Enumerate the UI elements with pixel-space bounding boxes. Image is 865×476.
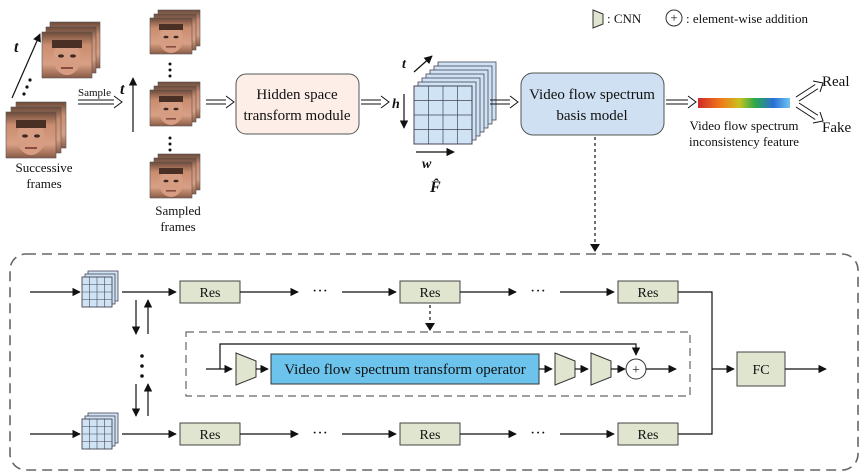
svg-text:Res: Res: [200, 428, 221, 443]
basis-model-line2: basis model: [556, 108, 627, 124]
video-flow-spectrum-transform-operator: Video flow spectrum transform operator: [270, 353, 540, 385]
ellipsis: ···: [530, 283, 546, 300]
video-flow-spectrum-basis-model: Video flow spectrum basis model: [520, 72, 665, 136]
sampled-frames: t Sampled frames: [120, 9, 201, 234]
fc-label: FC: [752, 363, 769, 378]
hidden-space-transform-module: Hidden space transform module: [235, 73, 360, 135]
operator-group: [185, 331, 691, 397]
ellipsis: ···: [312, 425, 328, 442]
operator-label: Video flow spectrum transform operator: [284, 362, 526, 378]
svg-text:Res: Res: [420, 286, 441, 301]
tensor-h-label: h: [392, 97, 400, 112]
ellipsis: ···: [312, 283, 328, 300]
legend-cnn-label: : CNN: [607, 11, 642, 26]
fc-block: FC: [736, 351, 786, 387]
cnn-trapezoid-icon: [554, 352, 576, 386]
detail-panel: [9, 253, 859, 471]
hidden-module-line2: transform module: [243, 108, 350, 124]
tensor-name: F̂: [429, 177, 441, 196]
svg-text:Res: Res: [638, 286, 659, 301]
tensor-cube-icon: [81, 412, 119, 450]
feature-label-line1: Video flow spectrum: [690, 118, 799, 133]
res-block: Res: [179, 422, 241, 446]
addition-symbol: +: [632, 363, 640, 378]
svg-text:Res: Res: [420, 428, 441, 443]
spectrum-bar-icon: [698, 98, 790, 108]
tensor-cube-icon: [81, 270, 119, 308]
res-block: Res: [617, 422, 679, 446]
successive-frames-line2: frames: [26, 176, 61, 191]
svg-text:Res: Res: [200, 286, 221, 301]
cnn-trapezoid-icon: [592, 9, 604, 29]
tensor-w-label: w: [422, 157, 432, 172]
hidden-module-line1: Hidden space: [256, 87, 338, 103]
cnn-trapezoid-icon: [235, 352, 257, 386]
res-block: Res: [179, 280, 241, 304]
real-label: Real: [822, 74, 850, 90]
face-frame-icon: [5, 111, 57, 159]
tensor-cube-icon: [413, 61, 497, 145]
face-frame-icon: [149, 17, 193, 55]
basis-model-line1: Video flow spectrum: [529, 87, 655, 103]
cnn-trapezoid-icon: [590, 352, 612, 386]
tensor-t-label: t: [402, 57, 407, 72]
ellipsis: ···: [530, 425, 546, 442]
sampled-frames-line1: Sampled: [155, 203, 201, 218]
legend-add-label: : element-wise addition: [686, 11, 809, 26]
res-block: Res: [399, 422, 461, 446]
sampled-axis-t-label: t: [120, 81, 125, 98]
face-frame-icon: [149, 161, 193, 199]
axis-t-label: t: [14, 39, 19, 56]
res-block: Res: [399, 280, 461, 304]
addition-icon: [665, 9, 683, 27]
successive-frames-line1: Successive: [15, 160, 72, 175]
sample-label: Sample: [78, 87, 111, 99]
face-frame-icon: [149, 89, 193, 127]
sampled-frames-line2: frames: [160, 219, 195, 234]
legend-add-symbol: +: [670, 10, 677, 25]
successive-frames: t Successive frames: [5, 21, 101, 191]
svg-text:Res: Res: [638, 428, 659, 443]
res-block: Res: [617, 280, 679, 304]
face-frame-icon: [41, 31, 93, 79]
feature-label-line2: inconsistency feature: [689, 134, 799, 149]
legend: : CNN + : element-wise addition: [592, 9, 809, 29]
fake-label: Fake: [822, 120, 852, 136]
